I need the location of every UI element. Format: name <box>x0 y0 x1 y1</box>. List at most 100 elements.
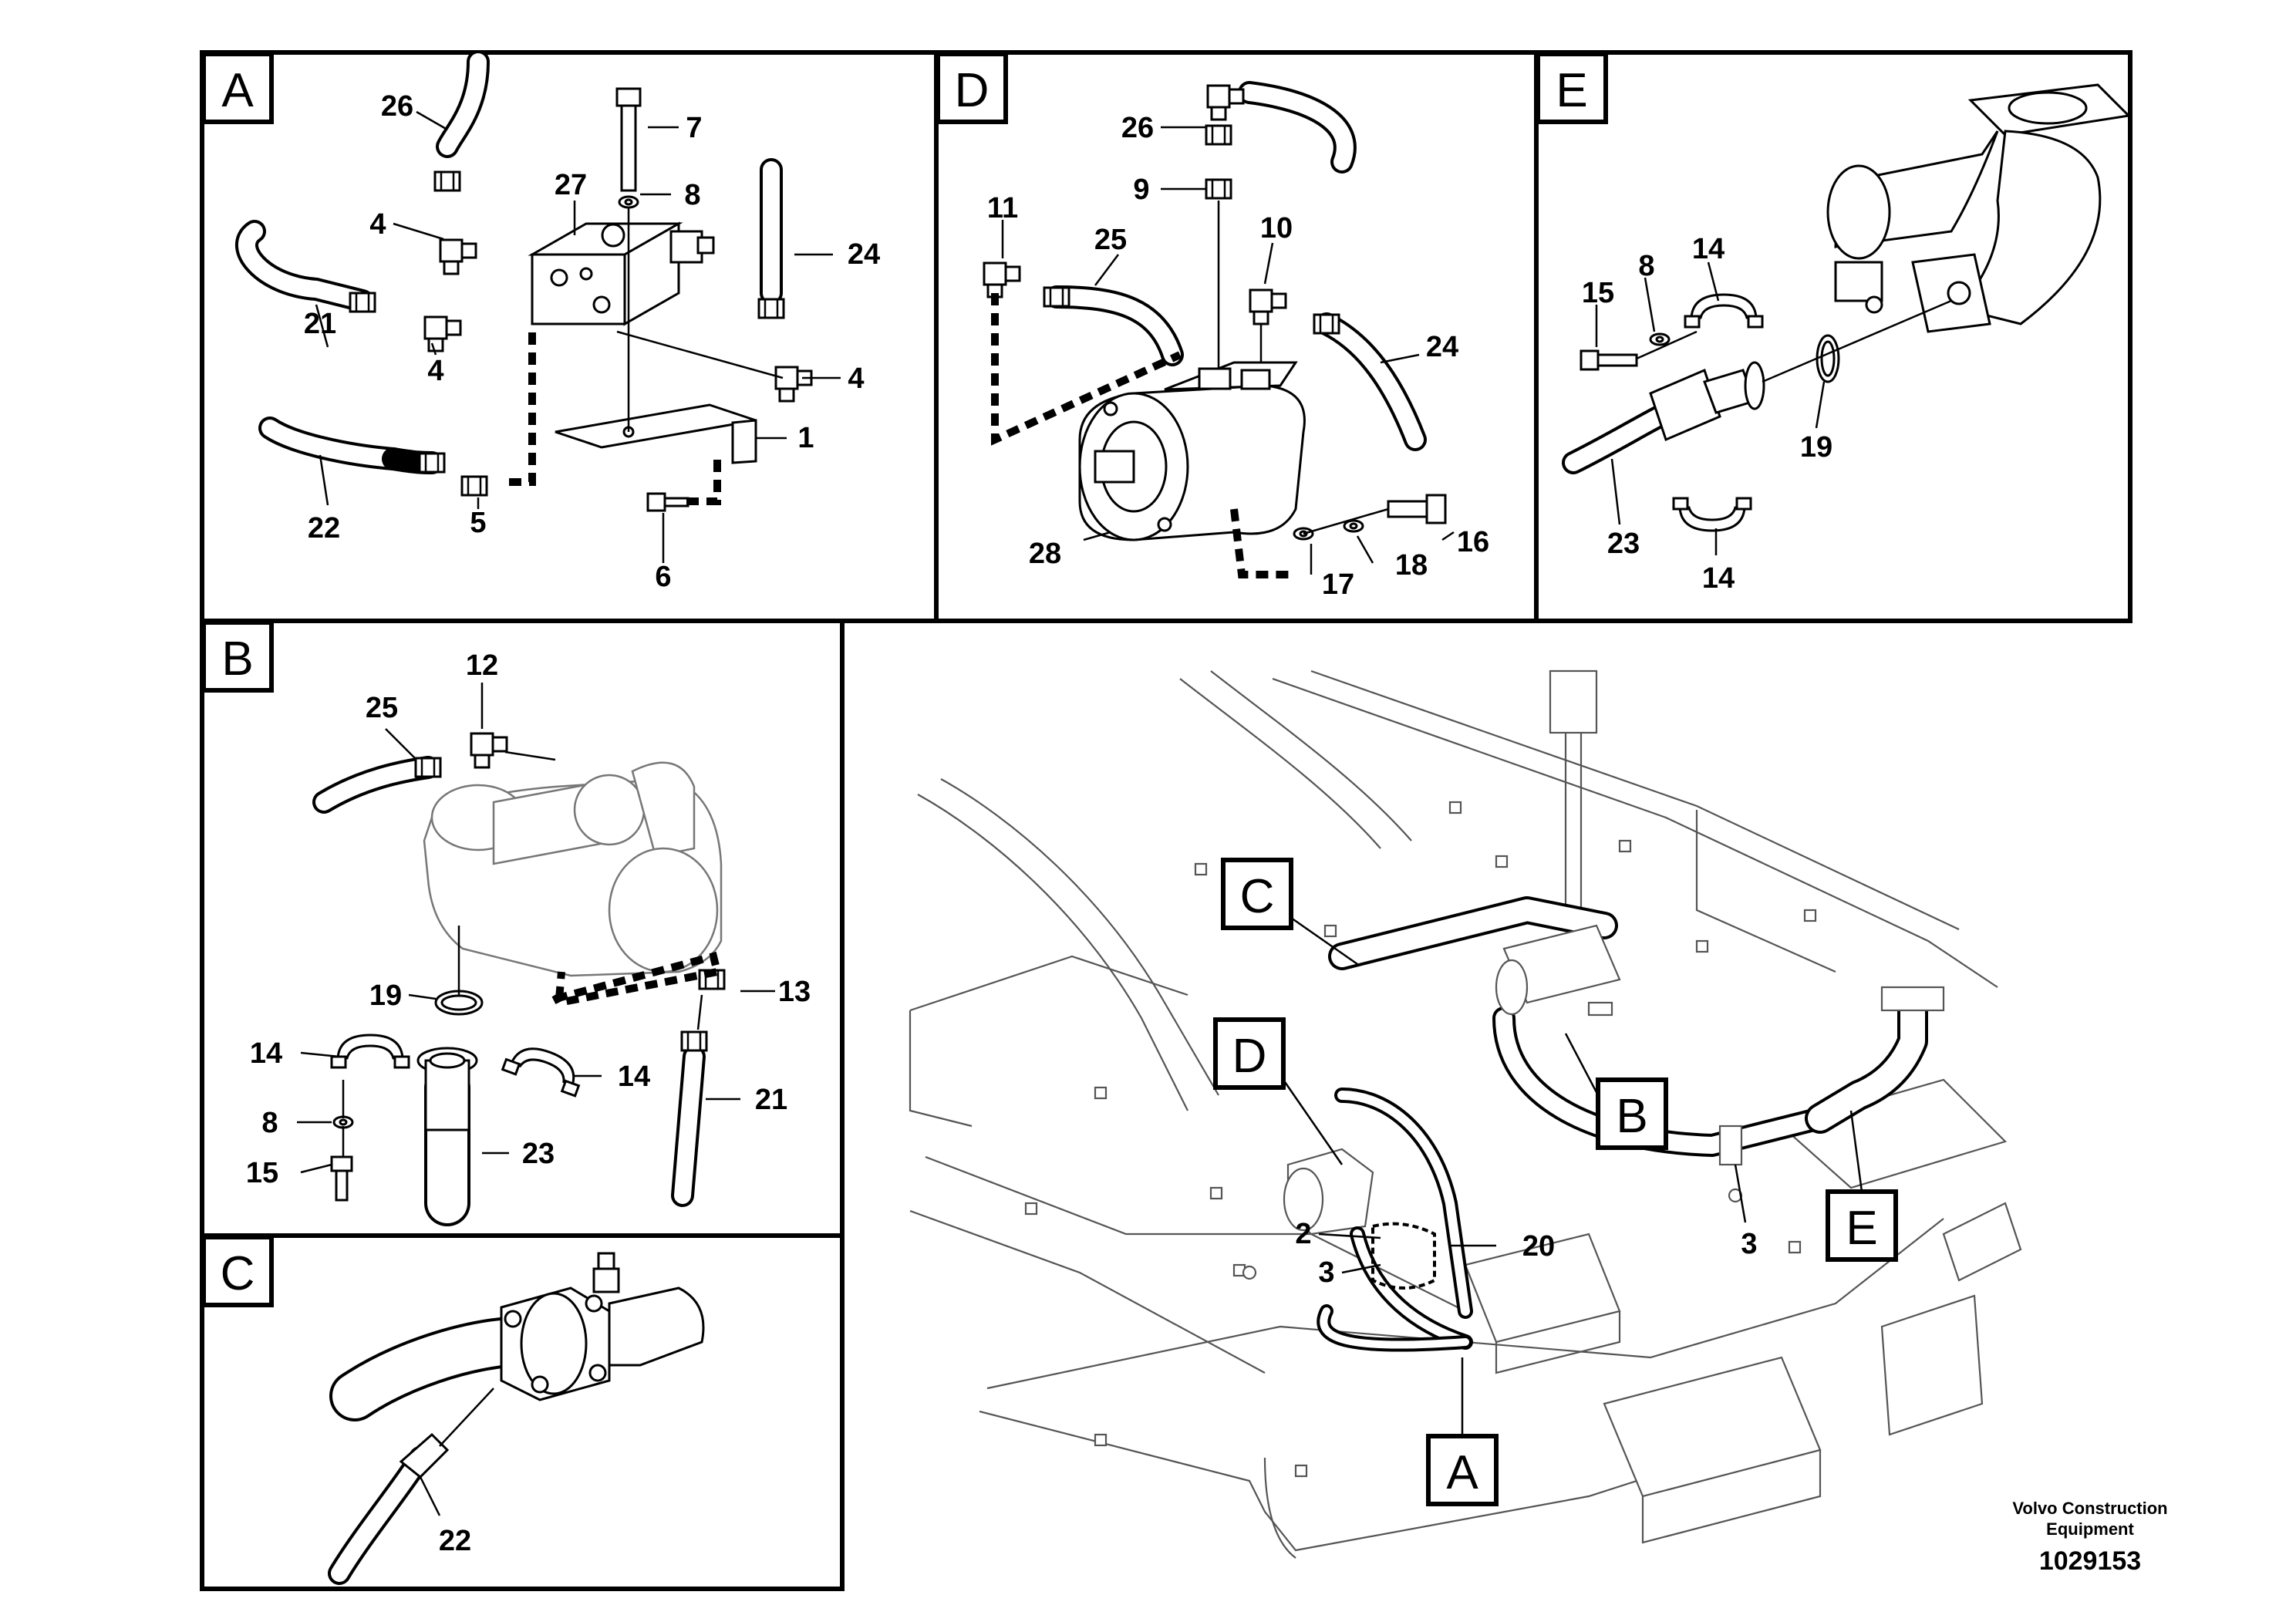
pump-28-icon <box>1078 361 1306 541</box>
bolt-15-b-icon <box>330 1155 353 1202</box>
hose-ferrule-e-icon <box>1649 368 1721 442</box>
machine-overview: C D B E A 2 3 20 3 <box>909 669 2022 1559</box>
washer-8-icon <box>618 195 639 209</box>
callout-21: 21 <box>304 308 336 340</box>
fitting-22-c-icon <box>399 1432 450 1479</box>
callout-b-14-right: 14 <box>618 1061 650 1093</box>
callout-b-13: 13 <box>778 976 811 1008</box>
panel-b-label: B <box>221 632 253 686</box>
callout-c-22: 22 <box>439 1525 471 1557</box>
callout-d-26: 26 <box>1121 112 1154 144</box>
panel-c-label: C <box>221 1247 255 1300</box>
footer-line-1: Volvo Construction <box>2012 1499 2167 1518</box>
panel-a: A <box>200 50 939 623</box>
suction-elbow-icon <box>1826 83 2132 333</box>
overview-pump-icon <box>1283 1088 1473 1352</box>
callout-e-19: 19 <box>1800 431 1832 464</box>
panel-c: C 22 <box>200 1233 845 1591</box>
flange-c-icon <box>500 1252 705 1401</box>
pump-ghost-icon <box>423 761 723 977</box>
overview-callout-3-right: 3 <box>1741 1228 1757 1260</box>
overview-badge-b <box>1596 1077 1668 1150</box>
panel-a-label: A <box>221 64 254 117</box>
fitting-24-icon <box>757 298 785 319</box>
route-d-dash <box>991 293 1182 446</box>
valve-block-icon <box>528 221 715 326</box>
overview-label-d: D <box>1232 1030 1267 1083</box>
fitting-21-b-icon <box>680 1030 708 1052</box>
callout-6: 6 <box>655 561 671 593</box>
callout-b-15: 15 <box>246 1157 278 1189</box>
footer-line-2: Equipment <box>2046 1519 2134 1539</box>
callout-b-23: 23 <box>522 1138 555 1170</box>
overview-badge-a <box>1426 1434 1499 1506</box>
callout-d-25: 25 <box>1094 224 1127 256</box>
callout-8: 8 <box>684 179 700 211</box>
panel-e: E <box>1534 50 2132 623</box>
panel-b-badge <box>201 620 274 693</box>
panel-a-badge <box>201 52 274 124</box>
callout-e-15: 15 <box>1582 277 1614 309</box>
callout-4-upper: 4 <box>369 208 386 241</box>
overview-callout-3-left: 3 <box>1318 1256 1334 1289</box>
drawing-number: 1029153 <box>2039 1546 2141 1576</box>
callout-d-28: 28 <box>1029 538 1061 570</box>
overview-label-b: B <box>1616 1090 1647 1143</box>
bracket-1-icon <box>555 403 757 464</box>
callout-4-lower: 4 <box>427 355 443 387</box>
panel-e-label: E <box>1556 64 1587 117</box>
fitting-25-b-icon <box>414 757 442 778</box>
overview-callout-2: 2 <box>1295 1218 1311 1250</box>
callout-d-24: 24 <box>1426 331 1458 363</box>
fitting-25-d-icon <box>1043 286 1070 308</box>
fitting-26-icon <box>433 170 461 192</box>
panel-c-frame <box>200 1233 845 1591</box>
overview-badge-c <box>1221 858 1293 930</box>
panel-b: B <box>200 619 845 1238</box>
callout-d-9: 9 <box>1133 174 1149 206</box>
overview-badge-d <box>1213 1017 1286 1090</box>
fitting-24-d-icon <box>1313 313 1340 335</box>
footer: Volvo Construction Equipment 1029153 <box>2012 1499 2167 1576</box>
panel-d: D <box>934 50 1539 623</box>
overview-callout-20: 20 <box>1522 1230 1555 1263</box>
callout-22: 22 <box>308 512 340 545</box>
callout-24: 24 <box>848 238 880 271</box>
overview-label-c: C <box>1240 870 1275 923</box>
panel-c-badge <box>201 1235 274 1307</box>
nut-d-icon <box>1205 124 1232 146</box>
callout-d-10: 10 <box>1260 212 1293 244</box>
callout-26: 26 <box>381 90 413 123</box>
callout-27: 27 <box>555 169 587 201</box>
panel-e-badge <box>1536 52 1608 124</box>
bolt-16-icon <box>1387 494 1447 524</box>
callout-b-14-left: 14 <box>250 1037 282 1070</box>
callout-7: 7 <box>686 112 702 144</box>
callout-d-11: 11 <box>987 192 1018 224</box>
callout-e-14-lower: 14 <box>1702 562 1735 595</box>
callout-d-18: 18 <box>1395 549 1428 582</box>
bolt-7-icon <box>615 87 642 192</box>
bolt-15-e-icon <box>1580 349 1638 371</box>
callout-e-23: 23 <box>1607 528 1640 560</box>
overview-valve-icon <box>1495 924 1621 1017</box>
washer-18-icon <box>1343 519 1364 533</box>
callout-e-8: 8 <box>1638 250 1654 282</box>
callout-4-right: 4 <box>848 363 864 395</box>
adapter-5-icon <box>460 475 488 497</box>
washer-8-e-icon <box>1649 332 1671 346</box>
route-b-dash <box>551 951 723 1007</box>
overview-label-e: E <box>1846 1202 1877 1255</box>
fitting-22-icon <box>418 452 446 474</box>
callout-5: 5 <box>470 507 486 539</box>
callout-b-21: 21 <box>755 1084 787 1116</box>
callout-d-17: 17 <box>1322 568 1354 601</box>
callout-b-8: 8 <box>261 1107 278 1139</box>
overview-label-a: A <box>1446 1446 1478 1499</box>
washer-8-b-icon <box>332 1115 354 1129</box>
callout-e-14-upper: 14 <box>1692 233 1725 265</box>
callout-b-19: 19 <box>369 980 402 1012</box>
panel-d-label: D <box>955 64 990 117</box>
callout-b-12: 12 <box>466 649 498 682</box>
